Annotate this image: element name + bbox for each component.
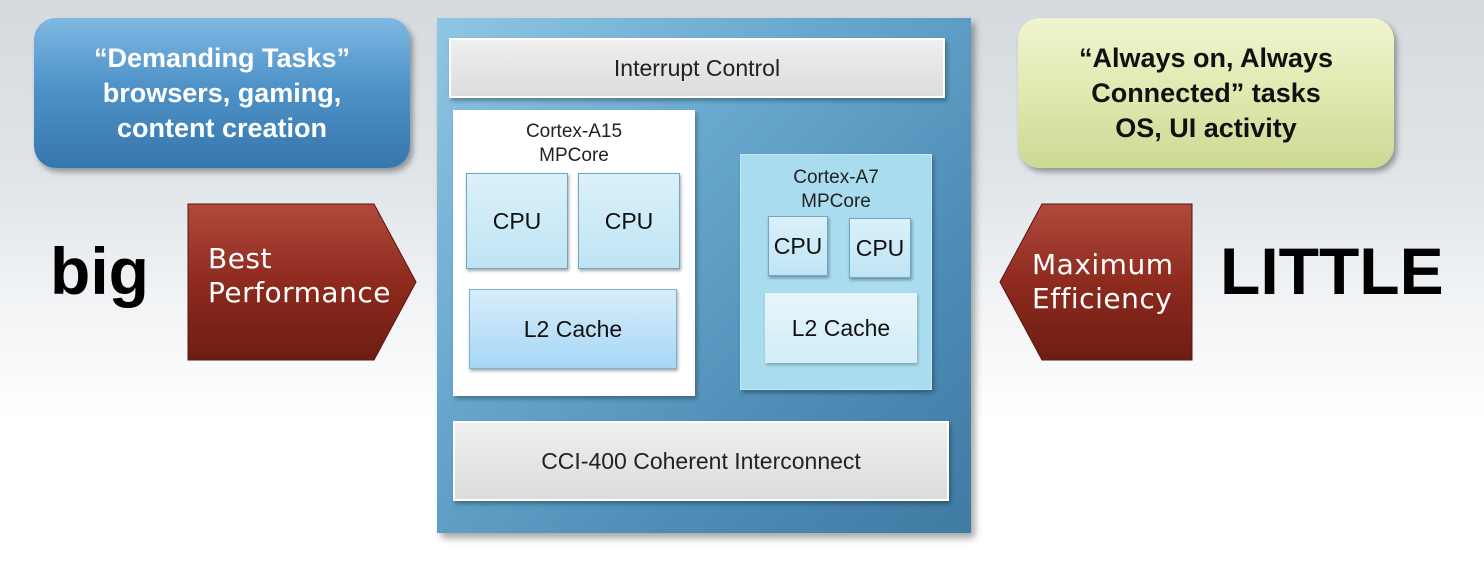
efficiency-arrow-line-1: Maximum — [1032, 248, 1174, 281]
performance-arrow-shape — [187, 203, 417, 361]
big-tasks-line-3: content creation — [116, 112, 327, 143]
cci-400-interconnect-bar: CCI-400 Coherent Interconnect — [453, 421, 949, 501]
efficiency-arrow-text: Maximum Efficiency — [1032, 248, 1173, 316]
efficiency-arrow — [999, 203, 1193, 361]
performance-arrow-line-1: Best — [208, 242, 273, 275]
performance-arrow-text: Best Performance — [208, 242, 391, 310]
big-tasks-line-1: “Demanding Tasks” — [93, 42, 351, 73]
a15-l2-cache: L2 Cache — [469, 289, 677, 369]
performance-arrow-line-2: Performance — [208, 276, 391, 309]
big-tasks-callout: “Demanding Tasks” browsers, gaming, cont… — [34, 18, 410, 168]
cortex-a7-title-line-2: MPCore — [801, 191, 871, 212]
cortex-a7-title-line-1: Cortex-A7 — [793, 167, 879, 188]
little-label: LITTLE — [1220, 234, 1444, 308]
little-tasks-line-1: “Always on, Always — [1078, 42, 1334, 73]
big-label: big — [50, 234, 149, 308]
a15-cpu-2: CPU — [578, 173, 680, 269]
a7-cpu-1: CPU — [768, 216, 828, 276]
cortex-a15-title-line-2: MPCore — [539, 145, 609, 166]
little-tasks-callout: “Always on, Always Connected” tasks OS, … — [1018, 18, 1394, 168]
efficiency-arrow-line-2: Efficiency — [1032, 282, 1173, 315]
interrupt-control-bar: Interrupt Control — [449, 38, 945, 98]
little-tasks-line-2: Connected” tasks — [1091, 77, 1321, 108]
a7-l2-cache: L2 Cache — [765, 293, 917, 363]
little-tasks-line-3: OS, UI activity — [1115, 112, 1297, 143]
big-tasks-line-2: browsers, gaming, — [102, 77, 342, 108]
a7-cpu-2: CPU — [849, 218, 911, 278]
a15-cpu-1: CPU — [466, 173, 568, 269]
performance-arrow — [187, 203, 417, 361]
efficiency-arrow-shape — [999, 203, 1193, 361]
cortex-a7-title: Cortex-A7 MPCore — [740, 166, 932, 214]
cortex-a15-title: Cortex-A15 MPCore — [453, 120, 695, 168]
cortex-a15-title-line-1: Cortex-A15 — [525, 121, 623, 142]
